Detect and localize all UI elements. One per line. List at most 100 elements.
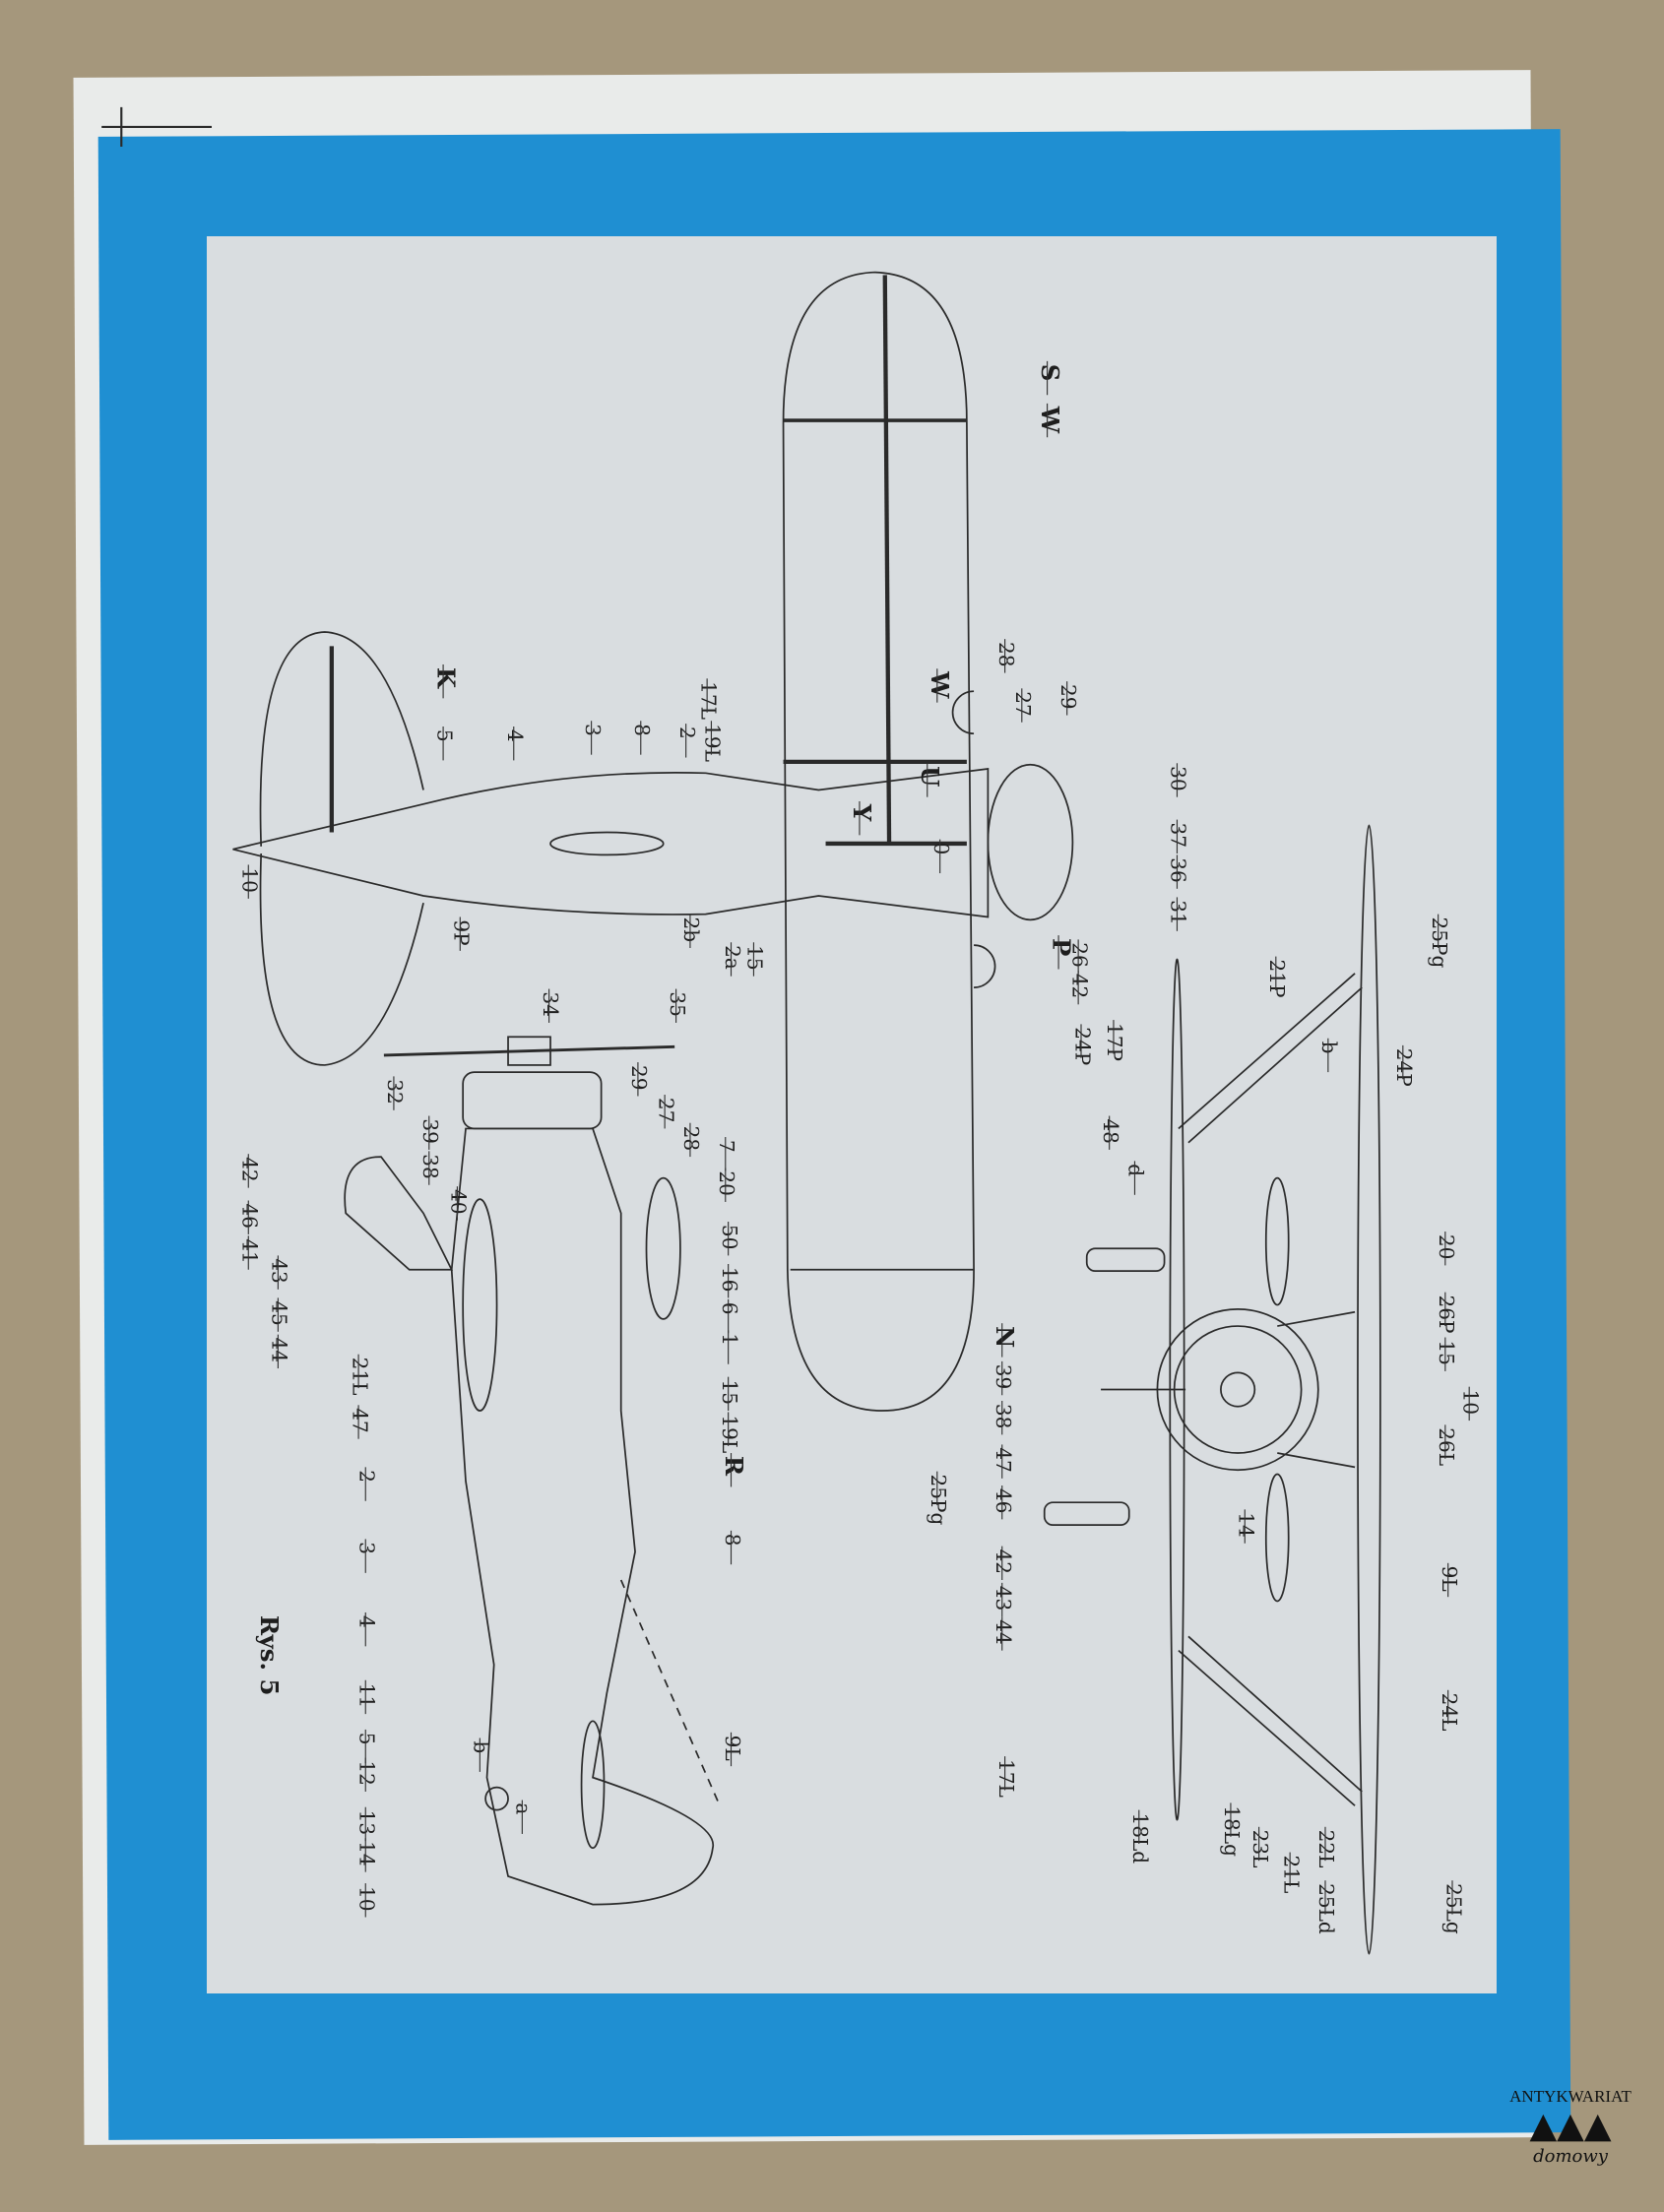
part-label: 39 <box>992 1364 1015 1390</box>
part-label: P <box>1047 938 1075 956</box>
part-label: W <box>926 670 954 699</box>
part-label: 42 <box>992 1548 1015 1574</box>
part-label: 47 <box>992 1447 1015 1473</box>
part-label: 41 <box>238 1238 262 1264</box>
watermark-logo: ANTYKWARIAT ▲▲▲ domowy <box>1497 2087 1644 2167</box>
part-label: 40 <box>447 1189 471 1215</box>
part-label: 7 <box>715 1140 738 1153</box>
part-label: 2b <box>679 916 703 942</box>
top-view-tail <box>259 631 424 1066</box>
part-label: 37 <box>1167 822 1190 848</box>
part-label: 46 <box>238 1203 262 1229</box>
drawing-panel <box>207 236 1497 1993</box>
part-label: W <box>1036 406 1064 434</box>
part-label: 10 <box>1458 1390 1482 1416</box>
part-label: 24L <box>1438 1693 1461 1732</box>
tailplane-section <box>580 1720 606 1850</box>
part-label: b <box>470 1740 493 1753</box>
part-label: 42 <box>1067 974 1091 999</box>
part-label: 2 <box>355 1470 379 1483</box>
part-label: 9L <box>721 1736 744 1761</box>
engine-cowling <box>987 763 1074 921</box>
part-label: S <box>1036 364 1064 382</box>
part-label: 27 <box>1011 691 1035 717</box>
part-label: 14 <box>355 1841 379 1866</box>
part-label: 2a <box>721 945 744 970</box>
part-label: 15 <box>718 1380 741 1406</box>
part-label: 17P <box>1103 1023 1126 1061</box>
part-label: 42 <box>238 1157 262 1182</box>
part-label: 12 <box>355 1760 379 1786</box>
part-label: 26L <box>1435 1427 1458 1466</box>
part-label: 4 <box>355 1615 379 1628</box>
part-label: 22L <box>1314 1830 1338 1868</box>
part-label: 6 <box>718 1302 741 1315</box>
part-label: 3 <box>581 724 605 736</box>
part-label: 24P <box>1392 1048 1416 1087</box>
part-label: 47 <box>348 1408 371 1433</box>
part-label: 48 <box>1099 1118 1122 1144</box>
watermark-line1: ANTYKWARIAT <box>1509 2087 1632 2106</box>
wing-spar <box>882 275 892 844</box>
part-label: N <box>991 1326 1019 1348</box>
part-label: 27 <box>654 1098 677 1123</box>
part-label: 17L <box>696 681 720 720</box>
part-label: 14 <box>1235 1512 1258 1538</box>
part-label: 13 <box>355 1810 379 1836</box>
part-label: 26 <box>1067 942 1091 968</box>
part-label: 20 <box>1435 1234 1458 1260</box>
part-label: 31 <box>1167 900 1190 925</box>
part-label: 25Pg <box>927 1475 950 1526</box>
top-view-fuselage <box>232 768 990 918</box>
part-label: U <box>916 766 944 787</box>
part-label: 10 <box>238 867 262 893</box>
part-label: 8 <box>721 1534 744 1547</box>
part-label: 2 <box>675 727 699 739</box>
canopy <box>344 1156 454 1271</box>
upper-wing-section <box>645 1176 681 1320</box>
lower-wing-section <box>462 1198 498 1412</box>
part-label: Y <box>848 803 876 822</box>
part-label: 45 <box>268 1300 291 1326</box>
part-label: 5 <box>432 729 456 742</box>
crop-mark <box>101 106 213 148</box>
part-label: 24P <box>1070 1027 1094 1065</box>
part-label: 43 <box>992 1586 1015 1612</box>
part-label: 32 <box>383 1079 407 1105</box>
engine <box>462 1071 603 1130</box>
part-label: 10 <box>355 1886 379 1912</box>
part-label: 44 <box>268 1338 291 1363</box>
part-label: 19L <box>701 724 725 762</box>
part-label: 15 <box>743 945 767 971</box>
part-label: 11 <box>355 1683 379 1709</box>
part-label: K <box>431 667 460 689</box>
part-label: 3 <box>355 1542 379 1554</box>
chandelier-icon: ▲▲▲ <box>1529 2106 1612 2146</box>
part-label: 18Ld <box>1128 1812 1152 1864</box>
part-label: 25Pg <box>1428 916 1451 968</box>
part-label: 28 <box>994 642 1018 667</box>
part-label: 50 <box>718 1225 741 1250</box>
part-label: 19L <box>718 1415 741 1453</box>
part-label: 17L <box>994 1759 1018 1798</box>
part-label: 38 <box>992 1404 1015 1429</box>
part-label: 16 <box>718 1267 741 1293</box>
part-label: 4 <box>503 729 527 742</box>
part-label: 34 <box>539 991 562 1017</box>
part-label: 8 <box>630 724 654 736</box>
part-label: a <box>512 1802 536 1814</box>
part-label: 25Lg <box>1441 1883 1465 1934</box>
part-label: 46 <box>992 1488 1015 1514</box>
part-label: 23L <box>1248 1830 1272 1868</box>
part-label: 29 <box>1056 684 1080 710</box>
part-label: 30 <box>1167 766 1190 791</box>
part-label: R <box>720 1456 748 1477</box>
part-label: 29 <box>627 1065 651 1091</box>
part-label: 20 <box>715 1170 738 1196</box>
part-label: 26P <box>1435 1296 1458 1334</box>
part-label: 39 <box>418 1118 442 1144</box>
part-label: 25Ld <box>1314 1883 1338 1934</box>
tail-wheel <box>484 1786 509 1811</box>
